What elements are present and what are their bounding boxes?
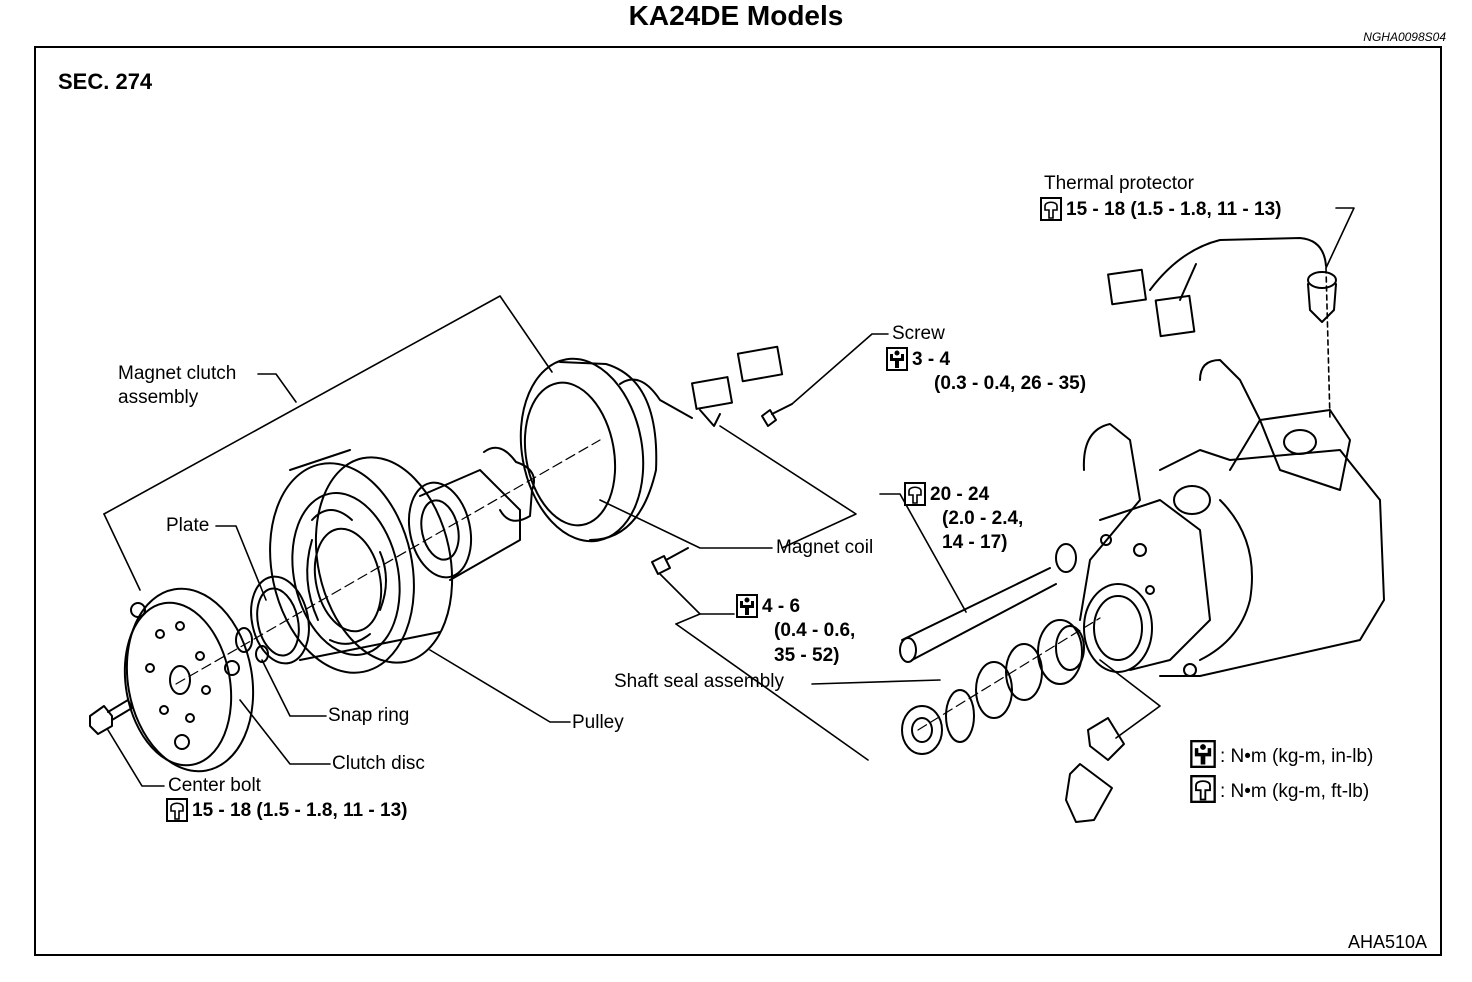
coil-screw-torque: 4 - 6: [736, 594, 800, 619]
torque-wrench-in-lb-icon: [886, 347, 908, 371]
thermal-protector-torque-value: 15 - 18 (1.5 - 1.8, 11 - 13): [1066, 199, 1282, 220]
through-bolt-torque-conversion-line2: 14 - 17): [942, 532, 1008, 553]
shaft-seal-part: [901, 619, 1085, 755]
torque-wrench-ft-lb-icon: [904, 482, 926, 506]
through-bolt-torque: 20 - 24: [904, 482, 989, 507]
label-plate: Plate: [166, 515, 210, 536]
screw-torque-conversion: (0.3 - 0.4, 26 - 35): [934, 373, 1087, 394]
diagram-frame: [34, 46, 1442, 956]
thermal-protector-torque: 15 - 18 (1.5 - 1.8, 11 - 13): [1040, 197, 1281, 222]
document-code: NGHA0098S04: [1363, 30, 1446, 44]
torque-wrench-in-lb-icon: [736, 594, 758, 618]
label-clutch-disc: Clutch disc: [332, 753, 425, 774]
through-bolt-torque-value: 20 - 24: [930, 484, 990, 505]
coil-screw-torque-value: 4 - 6: [762, 596, 801, 617]
magnet-coil-part: [519, 357, 693, 543]
center-bolt-part: [89, 699, 133, 735]
torque-wrench-ft-lb-icon: [1040, 197, 1062, 221]
label-magnet-coil: Magnet coil: [776, 537, 874, 558]
snap-ring-part: [235, 575, 310, 665]
legend-text-ft-lb: : N•m (kg-m, ft-lb): [1220, 781, 1370, 802]
coil-connector-part: [691, 345, 784, 427]
page-title: KA24DE Models: [628, 0, 844, 31]
label-magnet-clutch-line2: assembly: [118, 387, 199, 408]
clutch-plate-part: [123, 587, 255, 773]
center-bolt-torque: 15 - 18 (1.5 - 1.8, 11 - 13): [166, 798, 407, 823]
label-shaft-seal-assembly: Shaft seal assembly: [614, 671, 785, 692]
hub-part: [408, 446, 535, 581]
torque-wrench-in-lb-icon: [1190, 740, 1216, 768]
torque-wrench-ft-lb-icon: [1190, 775, 1216, 803]
section-number: SEC. 274: [58, 69, 153, 94]
legend-item-ft-lb: : N•m (kg-m, ft-lb): [1190, 775, 1369, 804]
label-center-bolt: Center bolt: [168, 775, 261, 796]
legend-text-in-lb: : N•m (kg-m, in-lb): [1220, 746, 1374, 767]
through-bolt-torque-conversion: (2.0 - 2.4,: [942, 508, 1024, 529]
torque-wrench-ft-lb-icon: [166, 798, 188, 822]
screw-torque-value: 3 - 4: [912, 349, 951, 370]
center-bolt-torque-value: 15 - 18 (1.5 - 1.8, 11 - 13): [192, 800, 408, 821]
clip-part: [1065, 717, 1125, 823]
screw-torque: 3 - 4: [886, 347, 950, 372]
coil-screw-torque-conversion-line2: 35 - 52): [774, 645, 840, 666]
label-screw: Screw: [892, 323, 945, 344]
pulley-part: [269, 449, 454, 674]
screw-parts: [651, 403, 793, 575]
leader-lines: [103, 207, 1355, 787]
label-snap-ring: Snap ring: [328, 705, 410, 726]
through-bolt-part: [899, 543, 1077, 663]
label-thermal-protector: Thermal protector: [1044, 173, 1194, 194]
coil-screw-torque-conversion: (0.4 - 0.6,: [774, 620, 856, 641]
label-magnet-clutch: Magnet clutch: [118, 363, 237, 384]
legend-item-in-lb: : N•m (kg-m, in-lb): [1190, 740, 1373, 769]
label-pulley: Pulley: [572, 712, 624, 733]
thermal-protector-part: [1107, 237, 1337, 338]
figure-code: AHA510A: [1348, 932, 1428, 952]
compressor-body-part: [1079, 359, 1385, 677]
